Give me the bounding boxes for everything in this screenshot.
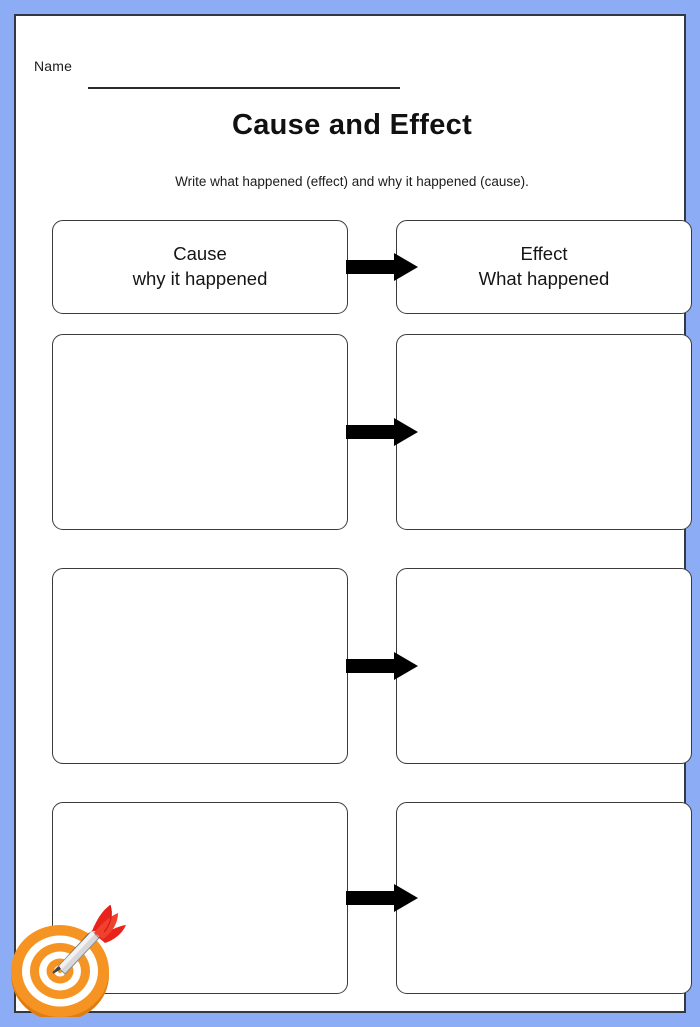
effect-answer-box-1[interactable]	[396, 334, 692, 530]
effect-header-box: Effect What happened	[396, 220, 692, 314]
right-block-arrow-icon	[346, 418, 418, 446]
cause-effect-row	[52, 802, 692, 994]
cause-answer-box-3[interactable]	[52, 802, 348, 994]
name-field-row: Name	[34, 58, 434, 94]
effect-answer-box-3[interactable]	[396, 802, 692, 994]
cause-effect-row	[52, 334, 692, 530]
name-input-line[interactable]	[88, 87, 400, 89]
cause-answer-box-1[interactable]	[52, 334, 348, 530]
cause-effect-header-row: Cause why it happened Effect What happen…	[52, 220, 692, 314]
page-title: Cause and Effect	[231, 109, 473, 141]
page-subtitle: Write what happened (effect) and why it …	[175, 174, 529, 189]
right-block-arrow-icon	[346, 884, 418, 912]
effect-answer-box-2[interactable]	[396, 568, 692, 764]
name-label: Name	[34, 58, 73, 74]
cause-header-box: Cause why it happened	[52, 220, 348, 314]
cause-effect-row	[52, 568, 692, 764]
worksheet-page: Name Cause and Effect Write what happene…	[14, 14, 692, 1013]
cause-header-label: Cause why it happened	[132, 243, 268, 289]
right-block-arrow-icon	[346, 253, 418, 281]
effect-header-label: Effect What happened	[478, 243, 610, 289]
cause-answer-box-2[interactable]	[52, 568, 348, 764]
right-block-arrow-icon	[346, 652, 418, 680]
